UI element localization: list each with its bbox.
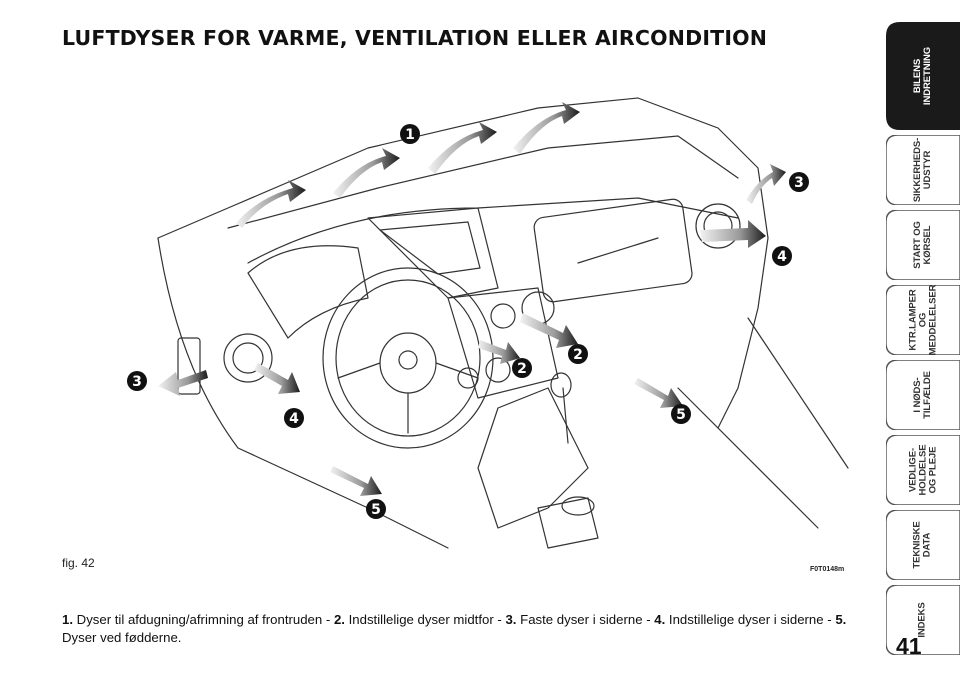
arrow-side-left-adj <box>254 363 300 394</box>
svg-text:3: 3 <box>132 374 142 390</box>
arrow-defrost-3 <box>428 122 497 174</box>
caption-text-5: Dyser ved fødderne. <box>62 630 182 645</box>
arrow-side-left <box>158 370 208 396</box>
svg-text:5: 5 <box>676 407 686 423</box>
svg-text:4: 4 <box>777 249 787 265</box>
dash-top-edge <box>157 97 769 239</box>
tab-label: KTR.LAMPER OG MEDDELELSER <box>907 284 938 356</box>
caption-num-3: 3. <box>505 612 517 627</box>
caption-num-1: 1. <box>62 612 73 627</box>
figure-label: fig. 42 <box>62 556 95 570</box>
callout-4-right: 4 <box>772 246 792 266</box>
section-tabs: BILENS INDRETNING SIKKERHEDS- UDSTYR STA… <box>886 0 960 677</box>
tab-vedligeholdelse[interactable]: VEDLIGE- HOLDELSE OG PLEJE <box>886 435 960 505</box>
tab-ktr-lamper[interactable]: KTR.LAMPER OG MEDDELELSER <box>886 285 960 355</box>
caption-text-3: Faste dyser i siderne - <box>516 612 655 627</box>
tab-bilens-indretning[interactable]: BILENS INDRETNING <box>886 22 960 130</box>
svg-text:3: 3 <box>794 175 804 191</box>
svg-text:2: 2 <box>517 361 527 377</box>
caption-num-5: 5. <box>835 612 847 627</box>
tab-i-nodstilfaelde[interactable]: I NØDS- TILFÆLDE <box>886 360 960 430</box>
airflow-arrows <box>158 102 786 496</box>
callout-2-upper: 2 <box>568 344 588 364</box>
tab-label: I NØDS- TILFÆLDE <box>912 371 933 419</box>
svg-text:4: 4 <box>289 411 299 427</box>
callout-3-left: 3 <box>127 371 147 391</box>
arrow-centre-2 <box>478 340 520 364</box>
tab-label: SIKKERHEDS- UDSTYR <box>911 137 933 203</box>
callout-5-left: 5 <box>366 499 386 519</box>
arrow-defrost-4 <box>513 102 580 154</box>
figure-caption: 1. Dyser til afdugning/afrimning af fron… <box>62 611 862 647</box>
caption-num-4: 4. <box>654 612 666 627</box>
page-number: 41 <box>896 633 922 659</box>
caption-text-4: Indstillelige dyser i siderne - <box>665 612 836 627</box>
arrow-defrost-2 <box>333 148 400 198</box>
callout-2-lower: 2 <box>512 358 532 378</box>
tab-label: START OG KØRSEL <box>911 221 933 269</box>
arrow-side-right-up <box>746 164 786 204</box>
svg-text:1: 1 <box>405 127 415 143</box>
callout-5-right: 5 <box>671 404 691 424</box>
arrow-defrost-1 <box>236 180 306 228</box>
tab-label: BILENS INDRETNING <box>912 46 933 106</box>
tab-tekniske-data[interactable]: TEKNISKE DATA <box>886 510 960 580</box>
callout-4-left: 4 <box>284 408 304 428</box>
tab-label: TEKNISKE DATA <box>911 521 933 569</box>
svg-text:5: 5 <box>371 502 381 518</box>
arrow-centre-1 <box>520 313 578 348</box>
tab-label: VEDLIGE- HOLDELSE OG PLEJE <box>907 444 938 496</box>
caption-num-2: 2. <box>333 612 345 627</box>
caption-text-1: Dyser til afdugning/afrimning af frontru… <box>73 612 334 627</box>
tab-indeks[interactable]: INDEKS <box>886 585 960 655</box>
callout-1: 1 <box>400 124 420 144</box>
arrow-side-right <box>700 220 766 248</box>
dashboard-illustration: 1 3 4 2 2 3 4 5 5 <box>127 97 849 549</box>
caption-text-2: Indstillelige dyser midtfor - <box>344 612 506 627</box>
svg-text:2: 2 <box>573 347 583 363</box>
arrow-foot-left <box>330 466 382 496</box>
page-title: LUFTDYSER FOR VARME, VENTILATION ELLER A… <box>62 26 768 50</box>
tab-sikkerhedsudstyr[interactable]: SIKKERHEDS- UDSTYR <box>886 135 960 205</box>
figure-code: F0T0148m <box>810 566 845 573</box>
dash-lower-edge <box>157 237 449 549</box>
callout-3-right: 3 <box>789 172 809 192</box>
tab-start-og-korsel[interactable]: START OG KØRSEL <box>886 210 960 280</box>
arrow-foot-right <box>634 378 683 408</box>
